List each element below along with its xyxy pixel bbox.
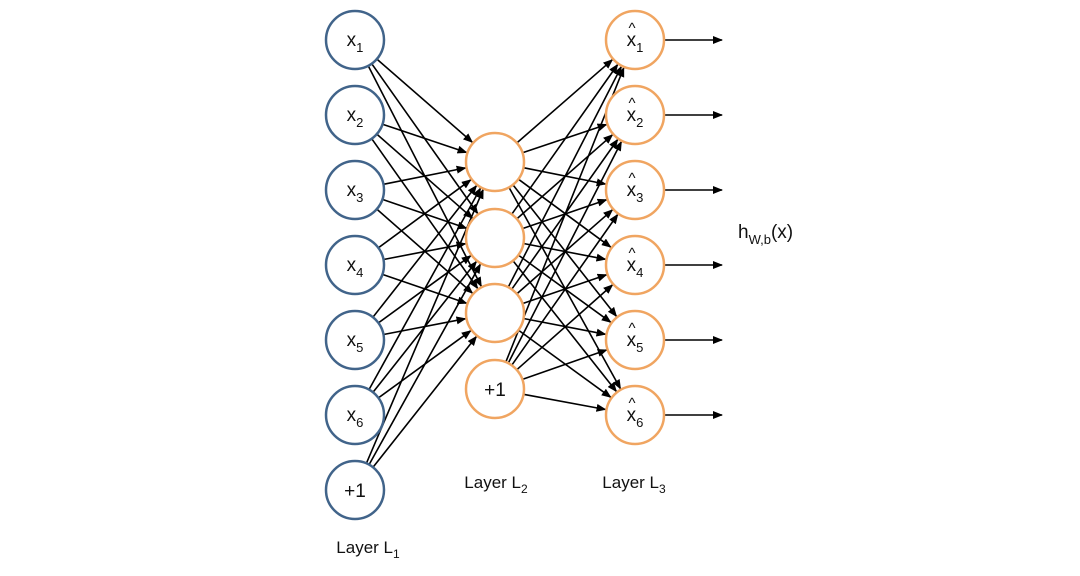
layer1-node-2: x2	[324, 84, 386, 146]
layer1-bias-node: +1	[324, 459, 386, 521]
svg-text:^: ^	[628, 245, 635, 262]
svg-text:^: ^	[628, 20, 635, 37]
layer2-hidden-node-2	[464, 207, 526, 269]
layer1-node-5: x5	[324, 309, 386, 371]
svg-text:+1: +1	[344, 481, 366, 502]
layer3-node-2: ^ x2	[604, 84, 666, 146]
svg-text:x2: x2	[627, 105, 644, 130]
svg-text:^: ^	[628, 320, 635, 337]
layer2-label: Layer L2	[464, 473, 528, 496]
layer3-node-4: ^ x4	[604, 234, 666, 296]
svg-text:x6: x6	[347, 405, 364, 430]
edge-l2-4-to-l3-5	[522, 349, 608, 381]
layer3-node-3: ^ x3	[604, 159, 666, 221]
output-function-label: hW,b(x)	[738, 222, 793, 247]
edge-l1-5-to-l2-1	[372, 184, 478, 318]
edge-l1-4-to-l2-1	[377, 179, 472, 249]
svg-text:x1: x1	[347, 30, 364, 55]
svg-text:x4: x4	[347, 255, 364, 280]
svg-text:^: ^	[628, 395, 635, 412]
svg-text:x3: x3	[627, 180, 644, 205]
svg-text:x5: x5	[627, 330, 644, 355]
edge-l2-3-to-l3-1	[507, 65, 623, 288]
layer3-node-5: ^ x5	[604, 309, 666, 371]
edge-l2-3-to-l3-6	[517, 329, 612, 398]
svg-text:^: ^	[628, 95, 635, 112]
edge-l2-4-to-l3-4	[516, 284, 614, 371]
svg-text:x1: x1	[627, 30, 644, 55]
svg-text:x5: x5	[347, 330, 364, 355]
edge-l2-4-to-l3-6	[523, 393, 607, 412]
layer1-node-6: x6	[324, 384, 386, 446]
svg-text:x4: x4	[627, 255, 644, 280]
svg-text:^: ^	[628, 170, 635, 187]
layer1-node-1: x1	[324, 9, 386, 71]
edge-l1-6-to-l2-1	[368, 187, 482, 390]
edge-l1-7-to-l2-3	[372, 335, 478, 468]
edge-l2-1-to-l3-1	[516, 59, 614, 144]
edge-l2-1-to-l3-5	[512, 184, 618, 318]
svg-text:+1: +1	[484, 380, 506, 401]
edge-l2-4-to-l3-1	[505, 66, 625, 363]
layer3-node-6: ^ x6	[604, 384, 666, 446]
layer2-hidden-node-1	[464, 131, 526, 193]
layer1-node-4: x4	[324, 234, 386, 296]
layer3-label: Layer L3	[602, 473, 666, 496]
edge-l2-4-to-l3-2	[507, 140, 623, 364]
edge-l1-1-to-l2-1	[376, 58, 474, 143]
edge-l1-2-to-l2-1	[382, 123, 468, 154]
svg-text:x6: x6	[627, 405, 644, 430]
output-arrows-group	[664, 36, 723, 419]
layer2-bias-node: +1	[464, 358, 526, 420]
layer1-label: Layer L1	[336, 538, 400, 561]
edge-l1-7-to-l2-1	[365, 188, 484, 464]
layer3-node-1: ^ x1	[604, 9, 666, 71]
layer2-hidden-node-3	[464, 282, 526, 344]
edge-l2-2-to-l3-1	[511, 63, 619, 215]
edges-group	[365, 58, 625, 468]
edge-l1-7-to-l2-2	[368, 263, 482, 465]
edge-l1-3-to-l2-1	[383, 165, 467, 186]
edge-l2-4-to-l3-3	[511, 213, 619, 366]
layer1-node-3: x3	[324, 159, 386, 221]
svg-text:x3: x3	[347, 180, 364, 205]
svg-text:x2: x2	[347, 105, 364, 130]
